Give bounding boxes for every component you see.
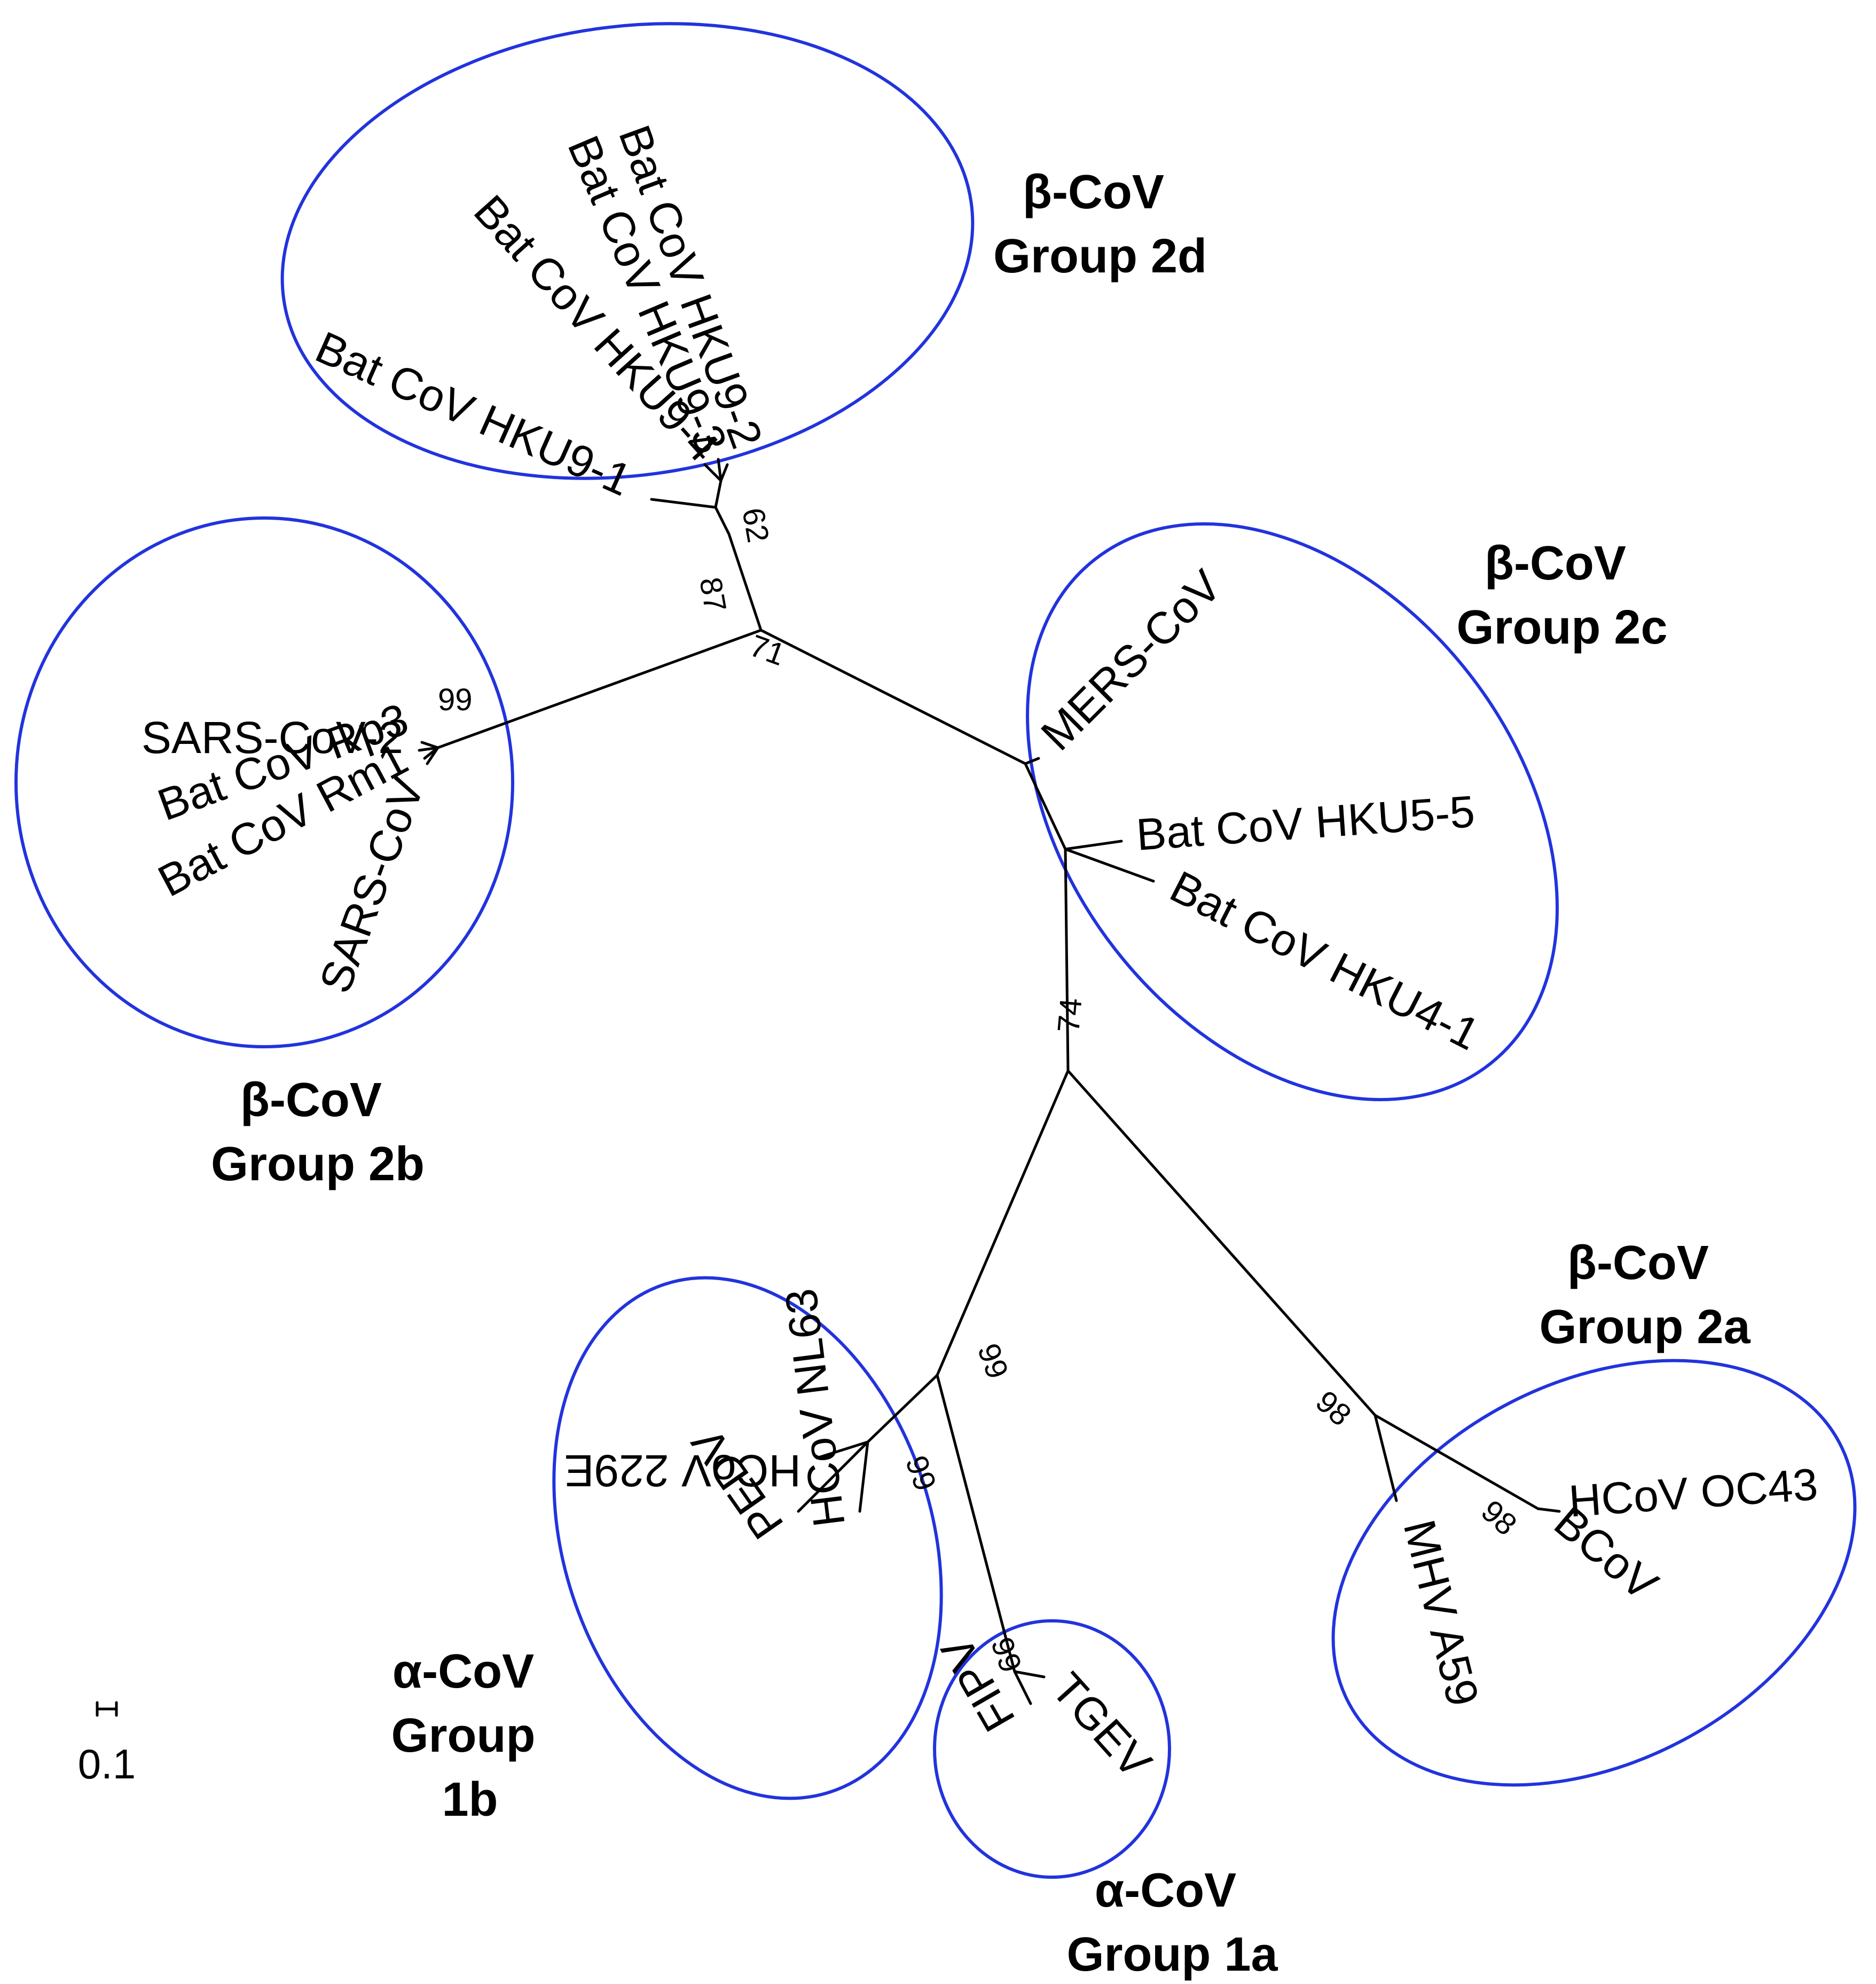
group-2a-outline [1331,1359,1857,1787]
branch-1b-stem [866,1374,939,1444]
group-2b-line2: Group 2b [211,1138,425,1191]
group-1b-line1: α-CoV [393,1645,534,1698]
branch-hku9-2 [719,463,729,482]
leaf-label-tgev: TGEV [1042,1663,1161,1787]
bootstrap-98-oc43: 98 [1474,1493,1523,1542]
group-2c-outline [1026,522,1559,1101]
group-1a-outline [933,1619,1171,1879]
group-2a-line1: β-CoV [1567,1236,1709,1290]
branch-hku9-4 [703,463,723,482]
branch-hku5 [1064,840,1123,851]
branch-fipv [1013,1670,1032,1705]
leaf-label-sars-cov-2: SARS-CoV-2 [142,712,403,763]
group-label-2a: β-CoV Group 2a [1539,1236,1751,1354]
branch-hku4 [1064,848,1155,883]
group-1b-line2: Group [391,1709,536,1762]
scale-bar: 0.1 [78,1701,136,1787]
group-1b-outline [552,1276,943,1800]
group-label-1a: α-CoV Group 1a [1066,1864,1278,1981]
scale-bar-line [96,1701,118,1717]
branch-hku9-1 [650,498,717,509]
branch-2a-stem [1066,1069,1377,1417]
group-2d-outline [280,22,975,480]
scale-bar-label: 0.1 [78,1740,136,1787]
leaf-label-hku5-5: Bat CoV HKU5-5 [1135,786,1477,860]
branch-hku9-stem [714,479,723,509]
group-2b-line1: β-CoV [240,1073,382,1127]
bootstrap-87: 87 [693,575,733,615]
group-2d-line2: Group 2d [993,230,1207,283]
leaf-label-hcov-oc43: HCoV OC43 [1567,1459,1819,1526]
branch-backbone-upper [759,629,1070,1072]
leaf-label-mers-cov: MERS-CoV [1031,560,1230,759]
group-2d-line1: β-CoV [1023,166,1164,219]
branch-nl63 [858,1440,869,1513]
branch-2d-stem [714,506,763,632]
bootstrap-99-1b: 99 [899,1451,943,1495]
bootstrap-99-alpha: 99 [971,1339,1015,1383]
branch-hcov229e [815,1440,869,1460]
group-1a-line1: α-CoV [1095,1864,1236,1917]
bootstrap-98-2a: 98 [1309,1384,1357,1432]
branch-1a-stem [936,1374,1046,1679]
branch-oc43 [1536,1507,1561,1513]
bootstrap-62: 62 [735,505,775,545]
group-2a-line2: Group 2a [1539,1300,1751,1354]
branch-mers [1024,757,1040,765]
bootstrap-99-sars: 99 [438,683,473,717]
group-2c-line2: Group 2c [1456,601,1667,654]
group-1a-line2: Group 1a [1066,1928,1278,1981]
branch-alpha-stem [936,1069,1070,1377]
group-2b-outline [14,516,514,1048]
branch-sars-tips [418,741,439,765]
bootstrap-74: 74 [1051,997,1088,1034]
group-label-1b: α-CoV Group 1b [391,1645,549,1826]
leaf-label-mhv-a59: MHV A59 [1394,1515,1489,1711]
tree-branches [418,458,1561,1705]
group-2c-line1: β-CoV [1485,537,1626,590]
group-label-2c: β-CoV Group 2c [1456,537,1667,654]
branch-pedv [797,1440,869,1513]
branch-mhv [1373,1414,1398,1502]
leaf-label-hku4-1: Bat CoV HKU4-1 [1163,861,1487,1060]
group-1b-line3: 1b [442,1773,498,1826]
branch-hku9-3 [717,458,723,482]
group-label-2d: β-CoV Group 2d [993,166,1207,283]
branch-bcov [1373,1414,1540,1510]
branch-2b-stem [436,629,763,749]
leaf-label-hcov-229e: HCoV 229E [564,1446,801,1496]
group-label-2b: β-CoV Group 2b [211,1073,425,1191]
